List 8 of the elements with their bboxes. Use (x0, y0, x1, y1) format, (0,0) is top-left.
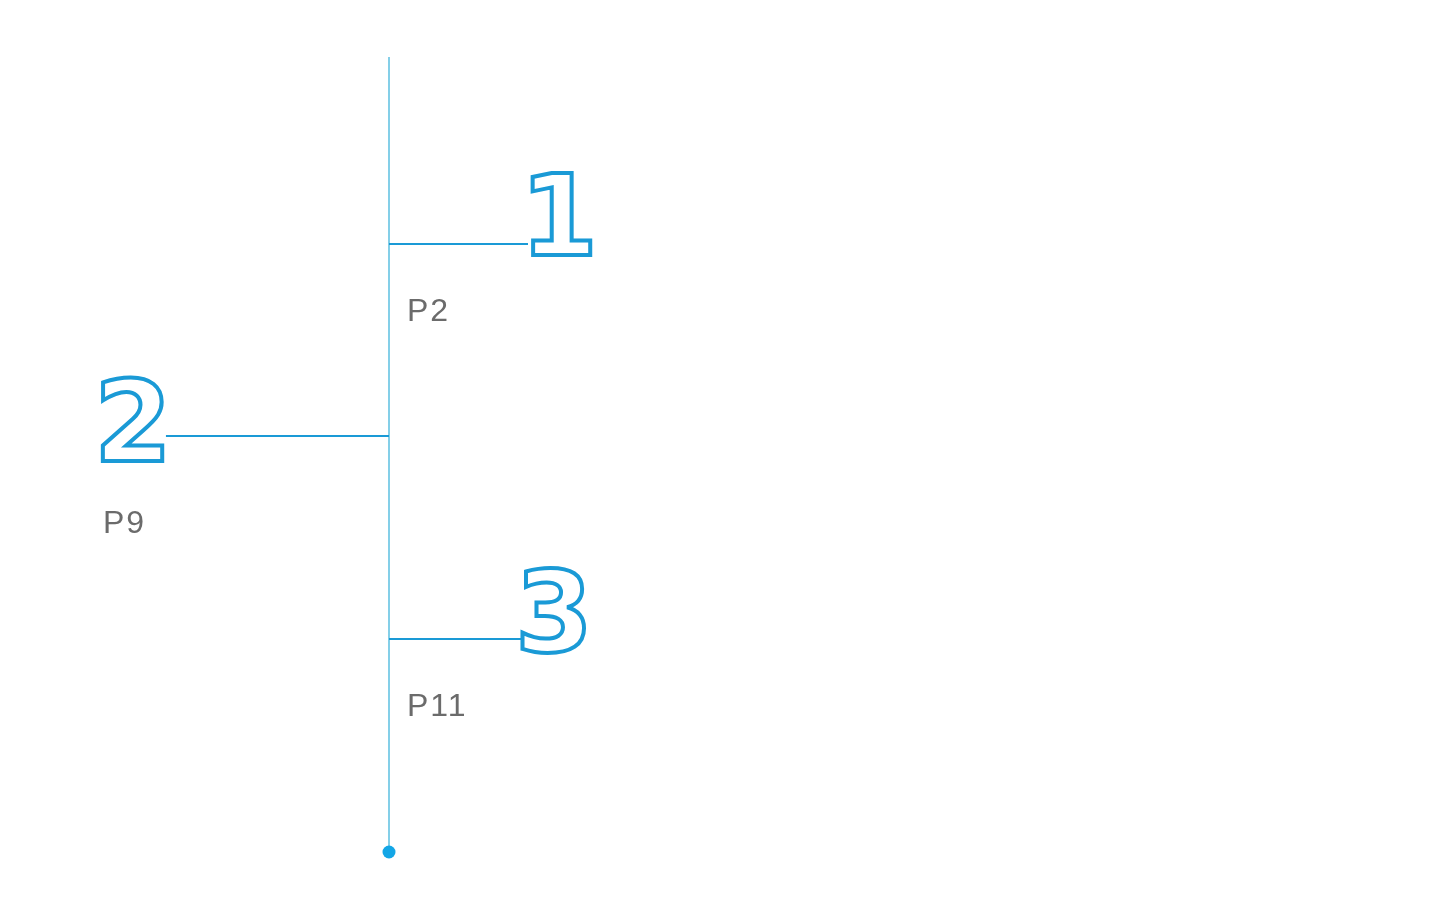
page-label: P11 (407, 689, 468, 721)
step-numeral: 3 (515, 556, 593, 668)
connector-line (388, 243, 529, 245)
page-label: P2 (407, 294, 451, 326)
step-numeral: 1 (520, 160, 598, 272)
connector-line (164, 435, 390, 437)
page-label: P9 (103, 506, 147, 538)
step-numeral: 2 (94, 366, 172, 478)
